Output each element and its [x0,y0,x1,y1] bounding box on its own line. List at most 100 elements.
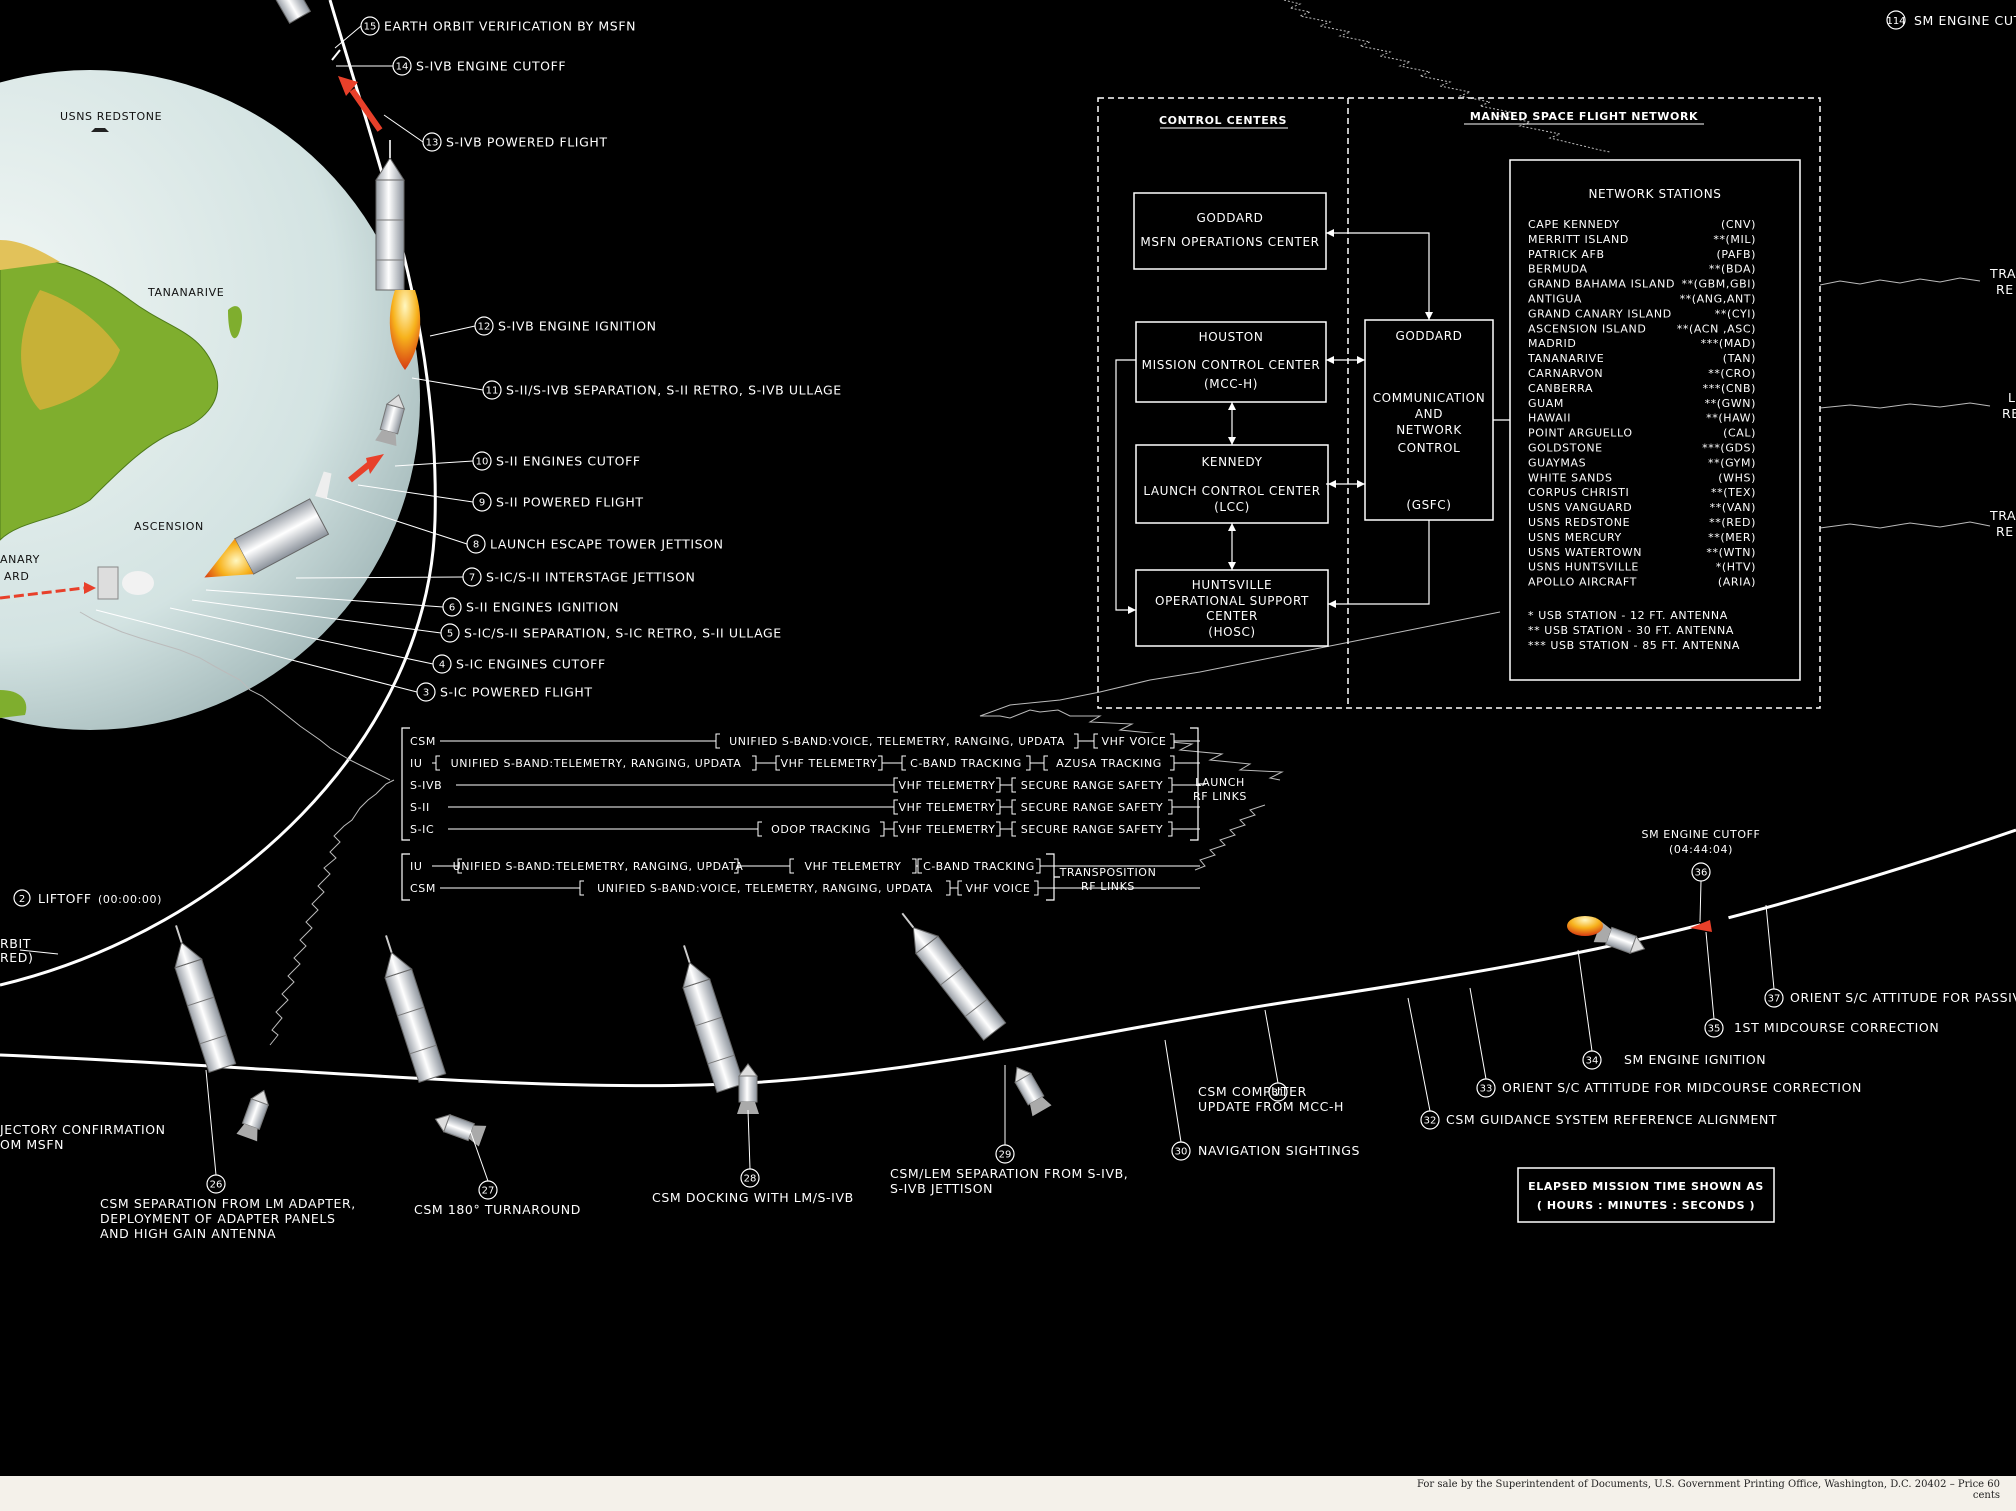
huntsville-line4: (HOSC) [1208,625,1255,639]
station-code: ***(MAD) [1701,337,1756,350]
kennedy-line1: KENNEDY [1201,455,1262,469]
trans-rf-link-box [918,858,1040,874]
ascent-event-6-circle [442,597,462,617]
ascent-event-3-label: S-IC POWERED FLIGHT [440,685,593,700]
trans-rf-link-label: UNIFIED S-BAND:VOICE, TELEMETRY, RANGING… [597,882,933,895]
station-row: MADRID ***(MAD) [1528,337,1756,350]
station-code: ***(GDS) [1702,442,1756,455]
legend-85ft: *** USB STATION - 85 FT. ANTENNA [1528,639,1740,652]
ascent-event-8-label: LAUNCH ESCAPE TOWER JETTISON [490,537,724,552]
launch-rf-link-label: AZUSA TRACKING [1056,757,1162,770]
launch-rf-vehicle: S-IVB [410,779,442,792]
goddard-ops-line1: GODDARD [1196,211,1263,225]
ascent-event-10-number: 10 [476,457,489,468]
station-row: ANTIGUA**(ANG,ANT) [1528,293,1755,306]
zigzag-connectors [79,0,1991,1046]
ascent-event-8-circle [466,534,486,554]
launch-rf-link-box [1044,755,1174,771]
station-name: MADRID [1528,337,1576,350]
fragment-orbit: RBIT [0,936,31,951]
fragment-trajectory: JECTORY CONFIRMATION [0,1122,166,1137]
csm-small-1 [235,1086,275,1142]
station-name: HAWAII [1528,412,1571,425]
event-114-label: SM ENGINE CUT [1914,13,2016,28]
translunar-event-33-circle [1476,1078,1496,1098]
station-name: GUAM [1528,397,1564,410]
s-ii-stage-rocket [204,498,330,578]
launch-rf-link-box [758,821,884,837]
sm-cutoff-arrow [1690,920,1712,932]
translunar-event-32-circle [1420,1110,1440,1130]
ascent-event-3-number: 3 [423,688,429,699]
translunar-event-35-number: 35 [1708,1024,1721,1035]
ascent-event-12-circle [474,316,494,336]
ascent-event-10-circle [472,451,492,471]
ascent-event-15-number: 15 [364,22,377,33]
ascent-event-11-circle [482,380,502,400]
liftoff-time: (00:00:00) [98,893,162,906]
csm-turnaround-craft [371,930,447,1084]
ascent-event-9-label: S-II POWERED FLIGHT [496,495,644,510]
msfn-title: MANNED SPACE FLIGHT NETWORK [1470,110,1698,123]
translunar-event-36-number: 36 [1695,868,1708,879]
label-tananarive: TANANARIVE [147,286,224,299]
station-name: CORPUS CHRISTI [1528,486,1629,499]
station-name: BERMUDA [1528,263,1588,276]
launch-rf-link-box [1012,799,1172,815]
houston-line3: (MCC-H) [1204,377,1258,391]
fragment-from-msfn: OM MSFN [0,1137,64,1152]
launch-rf-link-label: VHF TELEMETRY [899,823,996,836]
ascent-event-15-label: EARTH ORBIT VERIFICATION BY MSFN [384,19,636,34]
station-name: ANTIGUA [1528,293,1582,306]
station-name: CAPE KENNEDY [1528,218,1620,231]
mission-diagram: USNS REDSTONE TANANARIVE ASCENSION ANARY… [0,0,2016,1241]
station-code: **(MER) [1708,531,1756,544]
station-row: CAPE KENNEDY(CNV) [1528,218,1755,231]
launch-rf-link-box [1012,821,1172,837]
ascent-event-9-number: 9 [479,498,485,509]
network-dashed-frame [1097,97,1821,709]
station-code: **(GWN) [1705,397,1756,410]
station-row: WHITE SANDS(WHS) [1528,471,1755,484]
fragment-right-3a: TRA [1989,508,2016,523]
ascent-event-3-circle [416,682,436,702]
station-row: GUAYMAS**(GYM) [1528,456,1756,469]
launch-rf-link-label: C-BAND TRACKING [910,757,1022,770]
escape-tower-debris [315,471,332,500]
sm-ignition-flame [1567,916,1603,936]
launch-rf-left-brace [401,727,410,841]
station-row: ASCENSION ISLAND**(ACN ,ASC) [1528,322,1755,335]
ascent-event-6-number: 6 [449,603,455,614]
station-code: **(GYM) [1708,456,1756,469]
fragment-right-2a: L [2008,390,2016,405]
ascent-event-5-label: S-IC/S-II SEPARATION, S-IC RETRO, S-II U… [464,626,782,641]
trans-rf-link-box [580,880,950,896]
huntsville-line3: CENTER [1206,609,1258,623]
station-name: WHITE SANDS [1528,471,1613,484]
station-row: GUAM **(GWN) [1528,397,1756,410]
station-name: USNS VANGUARD [1528,501,1632,514]
launch-rf-link-label: ODOP TRACKING [771,823,871,836]
station-code: **(CRO) [1708,367,1756,380]
ascent-event-6-label: S-II ENGINES IGNITION [466,600,619,615]
printing-office-footer: For sale by the Superintendent of Docume… [1417,1479,2000,1501]
ascent-event-3: 3 S-IC POWERED FLIGHT [95,609,593,702]
ascent-event-4-label: S-IC ENGINES CUTOFF [456,657,606,672]
station-name: GRAND BAHAMA ISLAND [1528,278,1675,291]
powered-flight-arrows [338,76,384,483]
station-name: POINT ARGUELLO [1528,427,1633,440]
trans-rf-label-2: RF LINKS [1081,880,1135,893]
